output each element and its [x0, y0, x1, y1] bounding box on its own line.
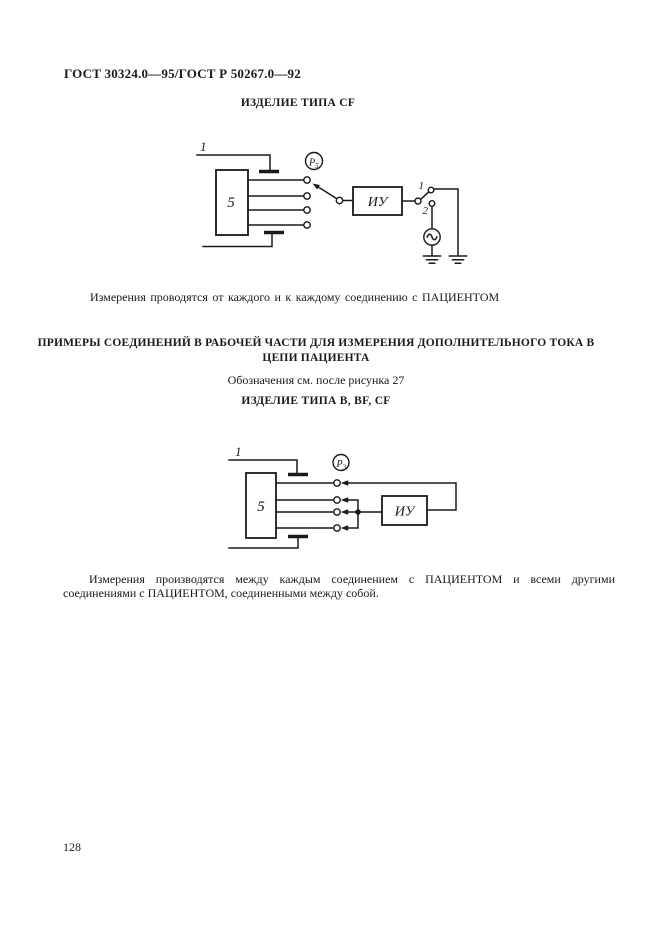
switch-blade-arrow-icon — [312, 183, 320, 190]
patient-terminals — [247, 176, 311, 229]
measuring-device-label: ИУ — [367, 195, 389, 210]
diagram-type-b-bf-cf: 1 5 Р3 ИУ — [228, 444, 457, 549]
measuring-device-box — [381, 495, 428, 526]
enclosure-bottom-line — [228, 537, 299, 549]
svg-text:Р5: Р5 — [308, 158, 319, 171]
meter-badge: Р5 — [304, 151, 324, 171]
meter-circle-icon — [304, 151, 324, 171]
patient-terminals — [275, 479, 341, 532]
arrow-left-icon — [340, 497, 349, 503]
section-heading-line2: ЦЕПИ ПАЦИЕНТА — [262, 352, 370, 364]
arrow-left-icon — [340, 525, 349, 531]
patient-terminal-lines — [275, 482, 335, 529]
earth-ground-lines — [448, 255, 468, 265]
contact-1-circle — [427, 186, 435, 194]
diagram-b-bf-cf-caption: Измерения производятся между каждым соед… — [63, 572, 615, 601]
earth-ground-lines — [422, 255, 442, 265]
earth-ground-icon — [422, 255, 442, 265]
connection-arrows — [340, 480, 349, 531]
terminal-circle — [333, 496, 341, 504]
enclosure-bottom-line — [202, 233, 273, 248]
measuring-device-label: ИУ — [394, 505, 416, 520]
meter-circle-icon — [332, 453, 350, 472]
meter-subscript: 5 — [315, 162, 319, 170]
switch-pivot-circle — [335, 196, 344, 205]
diagram-cf-caption: Измерения проводятся от каждого и к кажд… — [90, 290, 500, 304]
ac-sine-glyph — [426, 233, 438, 241]
enclosure-lead-label: 1 — [235, 444, 242, 459]
page-number: 128 — [63, 840, 81, 854]
selector-switch: 1 2 — [401, 180, 436, 217]
equipment-box — [245, 472, 277, 539]
terminal-circle — [303, 206, 311, 214]
arrow-left-icon — [340, 509, 349, 515]
enclosure-plate-bottom — [228, 534, 308, 549]
terminal-circle — [333, 479, 341, 487]
equipment-label: 5 — [257, 499, 265, 515]
arrow-left-icon — [340, 480, 349, 486]
meter-subscript: 3 — [342, 464, 347, 472]
enclosure-plate-bottom — [202, 230, 284, 248]
selector-blade-line — [419, 191, 430, 201]
junction-dot — [355, 509, 361, 515]
diagram-type-cf: 1 5 Р5 ИУ — [196, 139, 468, 265]
section-title-cf: ИЗДЕЛИЕ ТИПА CF — [240, 97, 356, 109]
terminal-circle — [333, 524, 341, 532]
equipment-label: 5 — [227, 195, 235, 211]
enclosure-lead: 1 — [196, 139, 279, 174]
contact-2-label: 2 — [423, 205, 429, 217]
enclosure-lead: 1 — [228, 444, 308, 477]
ac-source-icon — [423, 228, 441, 246]
enclosure-lead-line — [196, 154, 271, 171]
enclosure-lead-line — [228, 459, 298, 474]
designations-note: Обозначения см. после рисунка 27 — [227, 373, 405, 387]
section-heading-line1: ПРИМЕРЫ СОЕДИНЕНИЙ В РАБОЧЕЙ ЧАСТИ ДЛЯ И… — [37, 337, 595, 349]
patient-terminal-lines — [247, 179, 305, 226]
terminal-circle — [303, 192, 311, 200]
svg-text:Р3: Р3 — [336, 459, 347, 472]
standard-reference: ГОСТ 30324.0—95/ГОСТ Р 50267.0—92 — [64, 66, 301, 81]
terminal-circle — [333, 508, 341, 516]
enclosure-lead-label: 1 — [200, 139, 207, 154]
section-heading: ПРИМЕРЫ СОЕДИНЕНИЙ В РАБОЧЕЙ ЧАСТИ ДЛЯ И… — [0, 336, 632, 366]
feedback-loop-line — [347, 482, 457, 511]
meter-label: Р — [308, 158, 315, 169]
switch-blade — [312, 183, 354, 205]
contact1-to-ground-line — [433, 188, 459, 257]
meter-badge: Р3 — [332, 453, 350, 472]
terminal-circle — [303, 221, 311, 229]
terminal-circle — [303, 176, 311, 184]
switch-common-circle — [414, 197, 422, 205]
equipment-box — [215, 169, 249, 236]
switch-blade-line — [317, 186, 338, 200]
contact-2-circle — [428, 199, 436, 207]
contact-1-label: 1 — [419, 180, 425, 192]
meter-label: Р — [336, 459, 343, 470]
earth-ground-icon — [448, 255, 468, 265]
section-title-b-bf-cf: ИЗДЕЛИЕ ТИПА B, BF, CF — [241, 395, 391, 407]
